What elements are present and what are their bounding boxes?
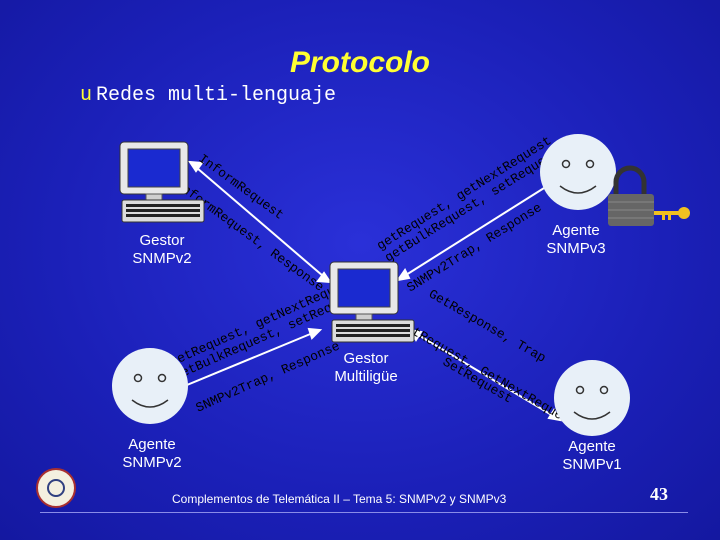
bullet-icon: u [80, 84, 93, 107]
footer-text: Complementos de Telemática II – Tema 5: … [172, 492, 507, 506]
slide-title: Protocolo [290, 46, 430, 79]
arrowhead-icon [395, 268, 411, 282]
arrowhead-icon [188, 160, 204, 173]
key-icon [654, 207, 690, 220]
computer-icon-gestor-v2 [119, 141, 205, 223]
arrow-v2mgr-multi [189, 161, 331, 283]
padlock-icon [608, 165, 654, 226]
arrowhead-icon [307, 327, 323, 340]
face-icon-agente-v1 [553, 359, 631, 437]
node-gestor-v2: Gestor SNMPv2 [132, 232, 192, 267]
node-agente-v1: Agente SNMPv1 [562, 438, 622, 473]
page-number: 43 [650, 484, 668, 504]
label-v3-top: getRequest, getNextRequest [374, 133, 554, 253]
face-icon-agente-v2 [111, 347, 189, 425]
face-icon-agente-v3 [539, 133, 617, 211]
university-seal-logo [36, 468, 76, 508]
node-agente-v2: Agente SNMPv2 [122, 436, 182, 471]
node-agente-v3: Agente SNMPv3 [546, 222, 606, 257]
arrowhead-icon [316, 271, 332, 284]
bullet-text: Redes multi-lenguaje [96, 84, 337, 107]
arrow-multi-v1agent [409, 329, 561, 421]
arrow-multi-v3 [397, 177, 561, 281]
arrowhead-icon [547, 408, 562, 422]
arrow-multi-v2agent [169, 329, 321, 393]
node-gestor-multi: Gestor Multiligüe [334, 350, 398, 385]
footer-divider [40, 512, 688, 513]
